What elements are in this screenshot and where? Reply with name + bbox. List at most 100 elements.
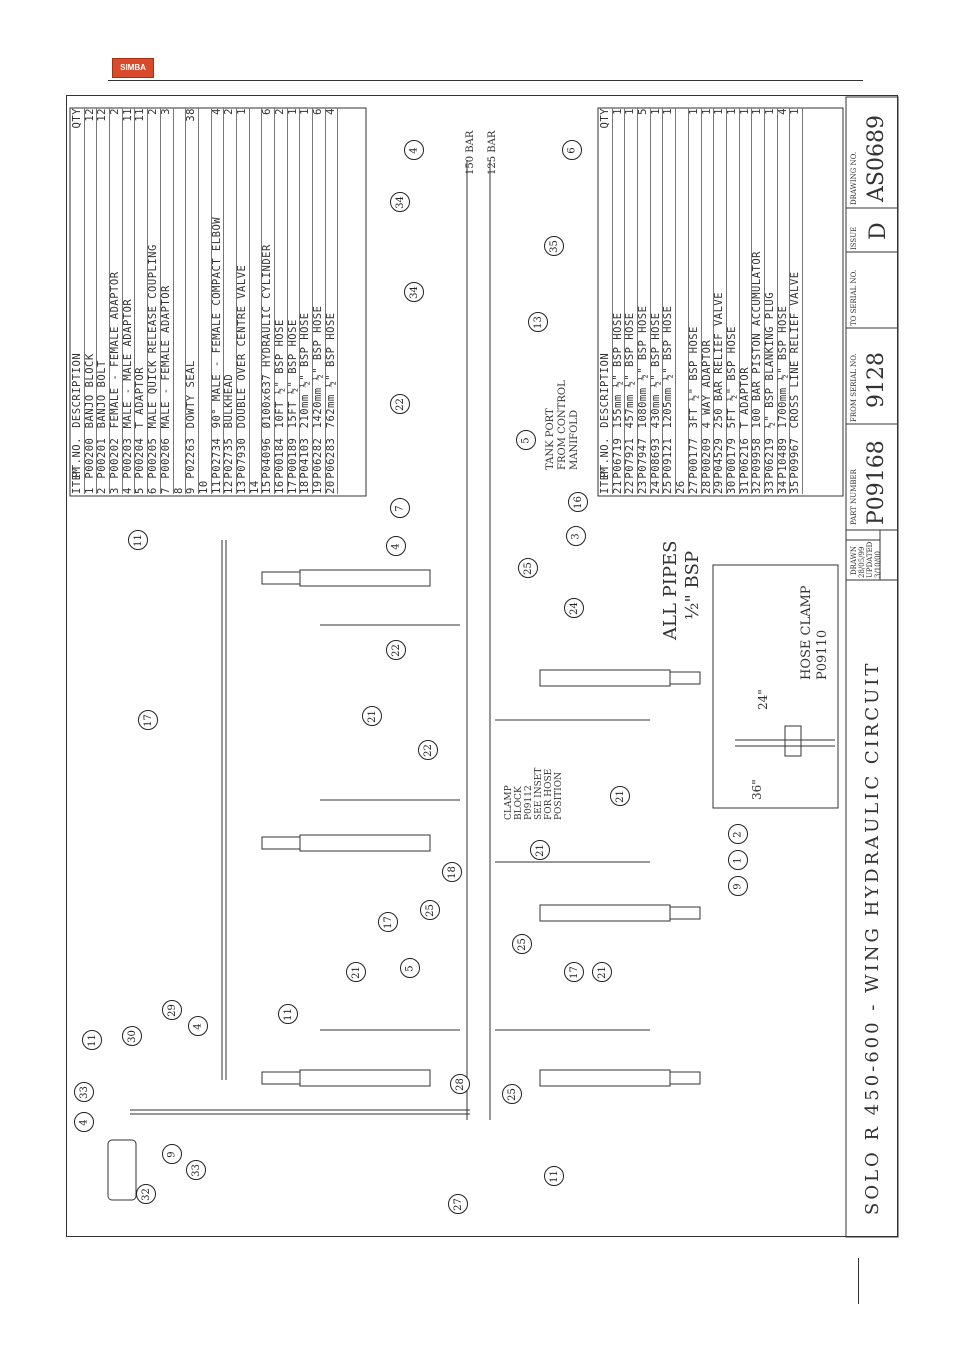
callout-3: 3: [566, 526, 586, 546]
callout-30: 30: [122, 1026, 142, 1046]
part-number: [199, 428, 211, 478]
quantity: 1: [286, 107, 299, 115]
clamp-block-line6: POSITION: [554, 772, 564, 820]
pressure-125: 125 BAR: [487, 130, 498, 175]
description: [199, 129, 211, 428]
part-number: P00189: [286, 437, 299, 479]
callout-12: 13: [528, 312, 548, 332]
item-number: 19: [312, 480, 325, 494]
quantity: 1: [662, 107, 675, 115]
callout-34: 34: [390, 192, 410, 212]
item-number: 22: [624, 480, 637, 494]
part-number: P00205: [147, 437, 160, 479]
parts-row: 8: [173, 108, 187, 494]
quantity: 12: [83, 107, 96, 122]
quantity: 4: [776, 107, 789, 115]
title-block-frame: [845, 96, 899, 1238]
quantity: 1: [700, 107, 713, 115]
part-number: P07930: [235, 437, 248, 479]
quantity: 1: [235, 107, 248, 115]
updated-date: 3/10/00: [874, 551, 882, 578]
item-number: 6: [147, 487, 160, 494]
updated-label: UPDATED: [866, 541, 874, 578]
page-edge-mark: [858, 1258, 859, 1304]
callout-35: 35: [544, 236, 564, 256]
callout-19d: 21: [592, 962, 612, 982]
logo-text: SIMBA: [120, 63, 146, 72]
item-number: 9: [185, 487, 198, 494]
item-number: 12: [223, 480, 236, 494]
callout-9: 9: [728, 876, 748, 896]
header-qty: QTY: [599, 107, 611, 129]
parts-list-b-frame: [597, 107, 844, 497]
part-number: P00209: [700, 437, 713, 479]
all-pipes-line1: ALL PIPES: [660, 540, 681, 640]
callout-28: 28: [450, 1074, 470, 1094]
quantity: 1: [789, 107, 802, 115]
quantity: 4: [210, 107, 223, 115]
quantity: 1: [751, 107, 764, 115]
parts-row: 10: [198, 108, 212, 494]
part-number: P06283: [324, 437, 337, 479]
description: 3FT ½" BSP HOSE: [687, 326, 700, 429]
description: 250 BAR RELIEF VALVE: [713, 291, 726, 429]
header-item: ITEM: [71, 466, 83, 494]
callout-31: 33: [74, 1082, 94, 1102]
item-number: 21: [611, 480, 624, 494]
description: [250, 129, 262, 428]
callout-21: 21: [530, 840, 550, 860]
callout-22: 22: [386, 640, 406, 660]
callout-1: 1: [728, 850, 748, 870]
item-number: 30: [725, 480, 738, 494]
callout-5: 5: [516, 430, 536, 450]
to-serial-label: TO SERIAL NO.: [850, 269, 858, 326]
drawing-no-label: DRAWING NO.: [850, 151, 858, 205]
callout-23: 25: [518, 558, 538, 578]
part-number: P06216: [738, 437, 751, 479]
part-number-label: PART NUMBER: [850, 469, 858, 525]
parts-row: 26: [675, 108, 689, 494]
description: 1080mm ½" BSP HOSE: [637, 305, 650, 429]
header-desc: DESCRIPTION: [599, 352, 611, 428]
description: BANJO BOLT: [96, 360, 109, 429]
item-number: 5: [134, 487, 147, 494]
quantity: 11: [121, 107, 134, 122]
dimension-36: 36": [750, 779, 764, 800]
description: 430mm ½" BSP HOSE: [649, 312, 662, 429]
quantity: 3: [159, 107, 172, 115]
callout-4: 4: [404, 140, 424, 160]
item-number: 29: [713, 480, 726, 494]
callout-23c: 25: [502, 1084, 522, 1104]
clamp-block-line5: FOR HOSE: [544, 768, 554, 820]
clamp-block-line1: CLAMP: [504, 785, 514, 820]
header-ptno: PT.NO.: [599, 437, 611, 478]
description: 762mm ½" BSP HOSE: [324, 312, 337, 429]
callout-4c: 4: [188, 1016, 208, 1036]
quantity: 1: [738, 107, 751, 115]
part-number: P00179: [725, 437, 738, 479]
part-number: P07947: [637, 437, 650, 479]
item-number: 1: [83, 487, 96, 494]
part-number: P06219: [763, 437, 776, 479]
callout-19b: 21: [610, 786, 630, 806]
part-number: P00202: [109, 437, 122, 479]
part-number: P00177: [687, 437, 700, 479]
description: 210mm ½" BSP HOSE: [299, 312, 312, 429]
tank-port-line1: TANK PORT: [545, 408, 556, 470]
from-serial: 9128: [864, 352, 889, 408]
part-number: [676, 428, 688, 478]
description: [174, 129, 186, 428]
item-number: 3: [109, 487, 122, 494]
